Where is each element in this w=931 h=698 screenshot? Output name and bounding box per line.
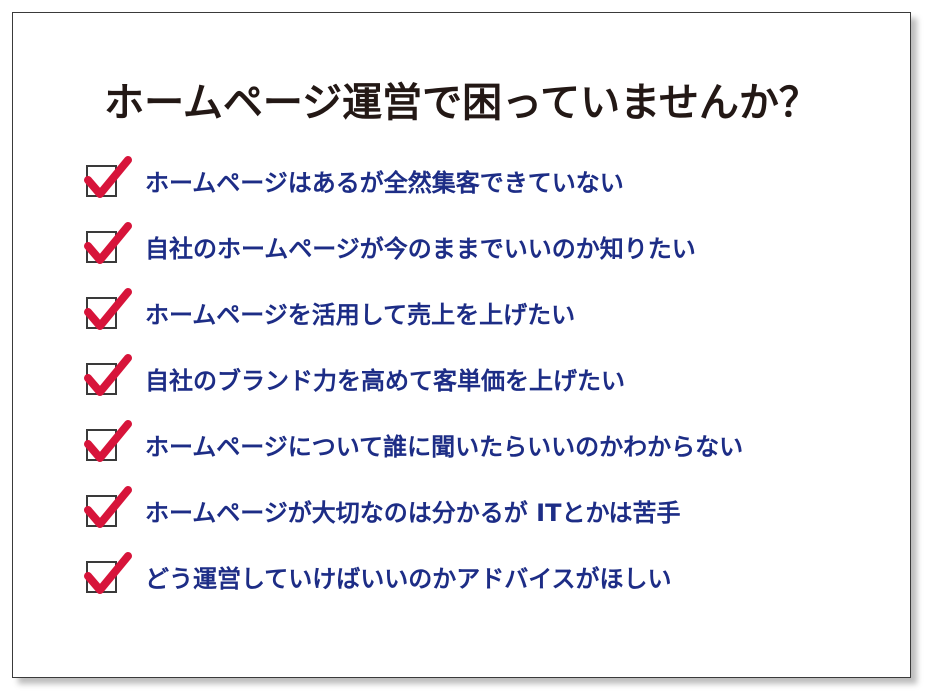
checked-checkbox bbox=[83, 419, 132, 465]
checklist-item-label: ホームページについて誰に聞いたらいいのかわからない bbox=[145, 433, 744, 461]
checklist-item-label: どう運営していけばいいのかアドバイスがほしい bbox=[145, 565, 672, 593]
checklist-item: どう運営していけばいいのかアドバイスがほしい bbox=[83, 551, 672, 617]
checklist-item: ホームページについて誰に聞いたらいいのかわからない bbox=[83, 419, 743, 485]
checked-checkbox bbox=[83, 221, 132, 267]
checkmark-icon bbox=[84, 552, 132, 594]
checklist-item-label: ホームページを活用して売上を上げたい bbox=[145, 301, 576, 329]
checkmark-icon bbox=[84, 354, 132, 396]
checked-checkbox bbox=[83, 551, 132, 597]
checked-checkbox bbox=[83, 155, 132, 201]
checked-checkbox bbox=[83, 485, 132, 531]
checklist-item: 自社のブランド力を高めて客単価を上げたい bbox=[83, 353, 625, 419]
checklist-item-label: ホームページはあるが全然集客できていない bbox=[145, 169, 624, 197]
problem-checklist: ホームページはあるが全然集客できていない 自社のホームページが今のままでいいのか… bbox=[83, 155, 743, 617]
checkmark-icon bbox=[84, 420, 132, 462]
checklist-item-label: 自社のホームページが今のままでいいのか知りたい bbox=[145, 235, 696, 263]
checklist-item-label: 自社のブランド力を高めて客単価を上げたい bbox=[145, 367, 625, 395]
checkmark-icon bbox=[84, 486, 132, 528]
checkmark-icon bbox=[84, 222, 132, 264]
checklist-item: ホームページを活用して売上を上げたい bbox=[83, 287, 575, 353]
page-title: ホームページ運営で困っていませんか？ bbox=[104, 79, 819, 126]
checkmark-icon bbox=[84, 156, 132, 198]
checklist-item: ホームページが大切なのは分かるが ITとかは苦手 bbox=[83, 485, 681, 551]
checklist-item: ホームページはあるが全然集客できていない bbox=[83, 155, 624, 221]
checked-checkbox bbox=[83, 353, 132, 399]
checklist-card: ホームページ運営で困っていませんか？ ホームページはあるが全然集客できていない … bbox=[12, 12, 911, 678]
checkmark-icon bbox=[84, 288, 132, 330]
checked-checkbox bbox=[83, 287, 132, 333]
checklist-item: 自社のホームページが今のままでいいのか知りたい bbox=[83, 221, 696, 287]
checklist-item-label: ホームページが大切なのは分かるが ITとかは苦手 bbox=[145, 499, 681, 527]
